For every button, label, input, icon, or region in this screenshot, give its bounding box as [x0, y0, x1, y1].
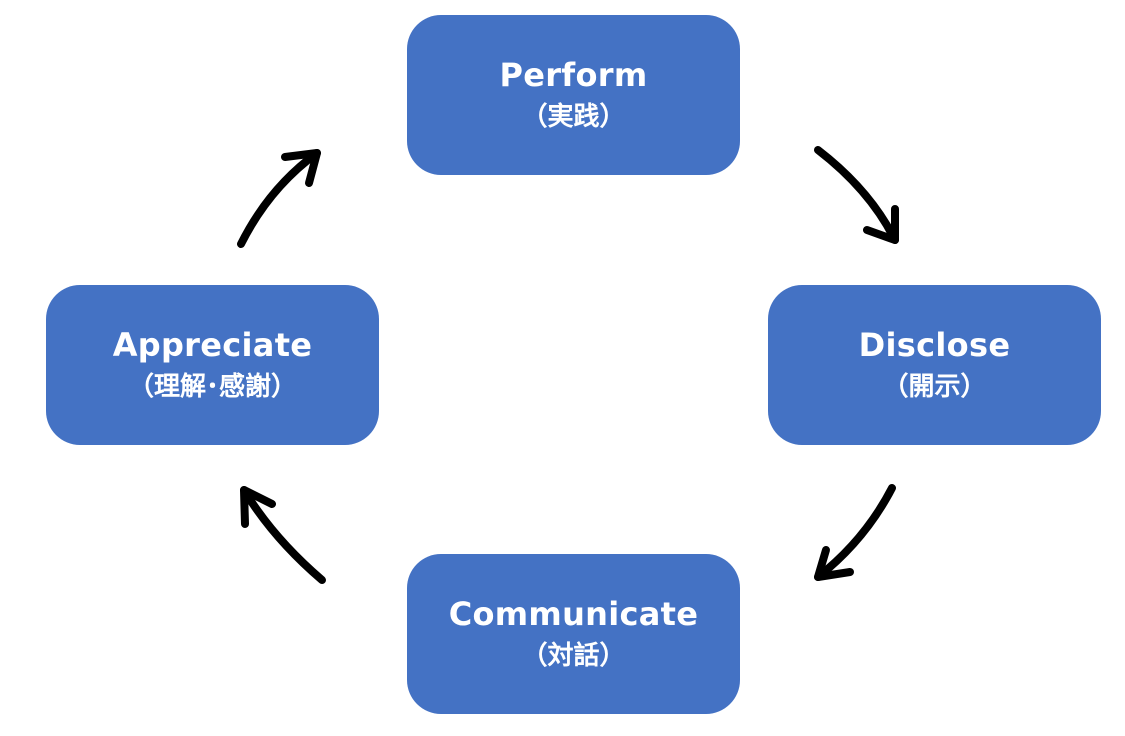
arrow-disclose-to-communicate: [814, 484, 896, 581]
arrow-perform-to-disclose: [814, 146, 899, 244]
node-appreciate-title: Appreciate: [112, 326, 313, 364]
node-perform-title: Perform: [499, 56, 648, 94]
arrow-appreciate-to-perform: [237, 149, 321, 248]
node-disclose-title: Disclose: [858, 326, 1011, 364]
node-perform: Perform （実践）: [407, 15, 740, 175]
node-appreciate: Appreciate （理解･感謝）: [46, 285, 379, 445]
node-disclose: Disclose （開示）: [768, 285, 1101, 445]
node-communicate-subtitle: （対話）: [521, 641, 626, 671]
node-perform-subtitle: （実践）: [521, 102, 626, 132]
arrow-communicate-to-appreciate: [240, 486, 326, 584]
node-appreciate-subtitle: （理解･感謝）: [127, 372, 297, 402]
node-communicate: Communicate （対話）: [407, 554, 740, 714]
node-communicate-title: Communicate: [448, 595, 699, 633]
node-disclose-subtitle: （開示）: [882, 372, 987, 402]
